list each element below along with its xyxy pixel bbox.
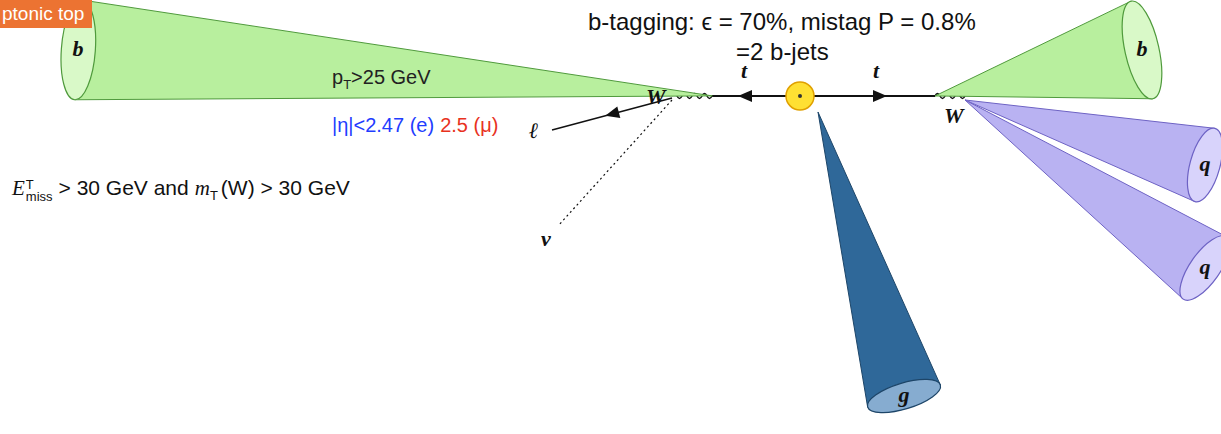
subscript: T xyxy=(343,77,351,92)
label-text: =2 b-jets xyxy=(736,38,829,66)
arrow-head xyxy=(738,90,752,102)
subscript: miss xyxy=(26,191,53,203)
particle-label: W xyxy=(646,84,666,110)
cone-group xyxy=(965,100,1221,308)
subscript: T xyxy=(210,188,218,203)
cone-cap xyxy=(57,0,98,101)
tab-text: ptonic top xyxy=(0,0,92,28)
jet-label: g xyxy=(899,384,910,406)
jet-label: b xyxy=(1137,38,1148,60)
particle-label: t xyxy=(741,58,747,84)
neutrino-line xyxy=(558,100,672,226)
cut-text: ETmiss> 30 GeV andmT(W) > 30 GeV xyxy=(12,176,350,203)
section-tab: ptonic top xyxy=(0,0,92,28)
cone-group xyxy=(818,112,944,419)
superscript: T xyxy=(26,179,53,191)
jet-label: q xyxy=(1200,153,1211,175)
jet-label: q xyxy=(1200,256,1211,278)
label-text: E xyxy=(12,176,25,201)
cone-cap xyxy=(864,373,944,420)
cone-cap xyxy=(1115,0,1170,103)
label-text: m xyxy=(195,176,210,201)
cone-shape xyxy=(816,110,943,415)
label-text: t xyxy=(873,58,879,84)
label-text: (W) > 30 GeV xyxy=(221,176,350,200)
cone-body xyxy=(818,112,940,407)
label-text: ν xyxy=(541,226,551,252)
label-text: W xyxy=(944,103,964,129)
tagging-note: b-tagging: ϵ = 70%, mistag P = 0.8% xyxy=(588,8,976,36)
gluon-jet-cone: g xyxy=(816,110,943,415)
tagging-note: =2 b-jets xyxy=(736,38,829,66)
cut-text: pT>25 GeV xyxy=(332,66,431,92)
vertex-dot xyxy=(798,94,802,98)
label-text: b-tagging: ϵ = 70%, mistag P = 0.8% xyxy=(588,8,976,36)
q-jet-cone: q xyxy=(963,98,1221,302)
particle-label: ν xyxy=(541,226,551,252)
cone-cap xyxy=(1181,124,1221,205)
arrow-head xyxy=(605,106,620,118)
production-vertex xyxy=(786,82,814,110)
arrow-head xyxy=(873,90,887,102)
cone-body xyxy=(965,100,1221,299)
particle-label: ℓ xyxy=(529,118,538,144)
cone-shape xyxy=(963,98,1221,302)
jet-label: b xyxy=(72,38,83,60)
label-text: 2.5 (μ) xyxy=(440,114,498,137)
cut-text: |η|<2.47 (e) 2.5 (μ) xyxy=(332,114,498,137)
cone-cap xyxy=(1171,228,1221,307)
label-text: W xyxy=(646,84,666,110)
sup-sub-stack: Tmiss xyxy=(26,179,53,203)
label-text: > 30 GeV and xyxy=(59,176,189,200)
label-text: ℓ xyxy=(529,118,538,144)
label-text: p xyxy=(332,66,343,89)
label-text: >25 GeV xyxy=(351,66,431,89)
label-text: t xyxy=(741,58,747,84)
label-text: |η|<2.47 (e) xyxy=(332,114,434,137)
particle-label: W xyxy=(944,103,964,129)
particle-label: t xyxy=(873,58,879,84)
